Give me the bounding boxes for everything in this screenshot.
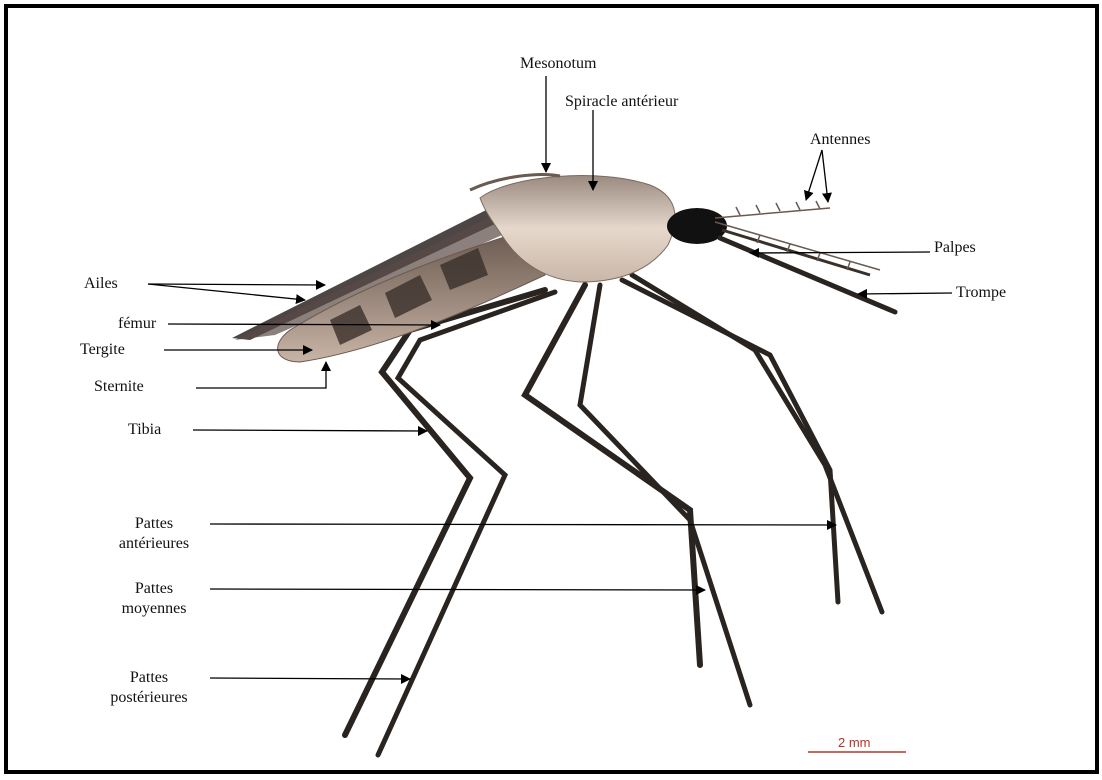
label-spiracle: Spiracle antérieur [565, 92, 678, 112]
label-pattes-anterieures-line1: Pattes [94, 514, 214, 534]
label-pattes-moyennes-line2: moyennes [94, 599, 214, 619]
middle-legs [525, 285, 750, 705]
label-pattes-moyennes: Pattes moyennes [94, 579, 214, 619]
label-ailes: Ailes [84, 274, 118, 294]
label-pattes-posterieures-line1: Pattes [84, 668, 214, 688]
label-mesonotum: Mesonotum [520, 54, 596, 74]
scale-bar-label: 2 mm [838, 735, 871, 750]
mosquito-illustration [232, 175, 895, 755]
leader-lines [148, 76, 952, 679]
label-femur: fémur [118, 314, 156, 334]
label-palpes: Palpes [934, 238, 976, 258]
hind-legs [345, 290, 555, 755]
label-pattes-anterieures: Pattes antérieures [94, 514, 214, 554]
label-sternite: Sternite [94, 377, 144, 397]
label-tergite: Tergite [80, 340, 125, 360]
label-pattes-anterieures-line2: antérieures [94, 534, 214, 554]
label-pattes-moyennes-line1: Pattes [94, 579, 214, 599]
label-trompe: Trompe [956, 283, 1006, 303]
front-legs [622, 275, 882, 612]
label-antennes: Antennes [810, 130, 870, 150]
label-tibia: Tibia [128, 420, 161, 440]
label-pattes-posterieures: Pattes postérieures [84, 668, 214, 708]
label-pattes-posterieures-line2: postérieures [84, 688, 214, 708]
